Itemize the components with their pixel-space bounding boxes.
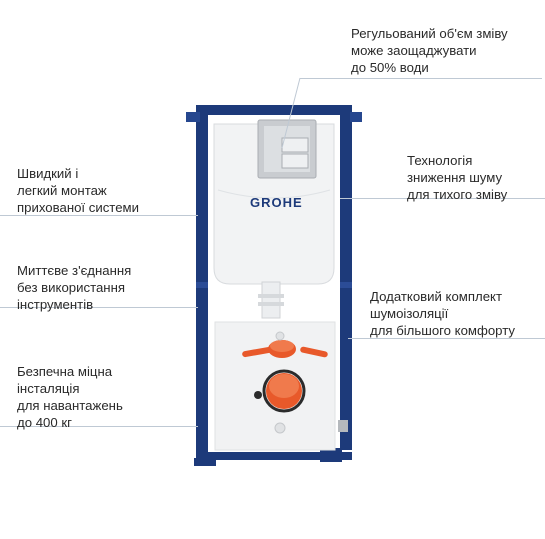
feature-line: може заощаджувати xyxy=(351,43,477,58)
leader-line-left-2 xyxy=(0,307,198,308)
feature-line: шумоізоляції xyxy=(370,306,449,321)
feature-line: Регульований об'єм зміву xyxy=(351,26,508,41)
feature-instant-connection: Миттєве з'єднання без використання інстр… xyxy=(17,262,131,313)
feature-line: без використання xyxy=(17,280,126,295)
feature-line: для тихого зміву xyxy=(407,187,508,202)
feature-line: для навантажень xyxy=(17,398,123,413)
feature-line: до 50% води xyxy=(351,60,429,75)
leader-line-top-right xyxy=(300,78,542,80)
feature-line: легкий монтаж xyxy=(17,183,107,198)
feature-line: інструментів xyxy=(17,297,94,312)
feature-line: зниження шуму xyxy=(407,170,503,185)
leader-line-right-2 xyxy=(348,338,545,339)
feature-load-capacity: Безпечна міцна інсталяція для навантажен… xyxy=(17,363,123,431)
feature-adjustable-flush: Регульований об'єм зміву може заощаджува… xyxy=(351,25,508,76)
feature-line: до 400 кг xyxy=(17,415,72,430)
pipe-fittings xyxy=(242,331,328,434)
feature-line: для більшого комфорту xyxy=(370,323,516,338)
feature-line: інсталяція xyxy=(17,381,80,396)
brand-logo: GROHE xyxy=(250,195,303,210)
leader-line-left-1 xyxy=(0,215,198,216)
feature-line: прихованої системи xyxy=(17,200,139,215)
feature-line: Швидкий і xyxy=(17,166,79,181)
leader-line-right-1 xyxy=(340,198,545,199)
feature-line: Безпечна міцна xyxy=(17,364,113,379)
feature-line: Технологія xyxy=(407,153,473,168)
feature-line: Миттєве з'єднання xyxy=(17,263,132,278)
feature-line: Додатковий комплект xyxy=(370,289,503,304)
flush-plate xyxy=(257,119,317,179)
feature-quick-installation: Швидкий і легкий монтаж прихованої систе… xyxy=(17,165,139,216)
leader-line-left-3 xyxy=(0,426,198,427)
feature-noise-reduction: Технологія зниження шуму для тихого змів… xyxy=(407,152,507,203)
installation-frame xyxy=(186,105,362,466)
feature-sound-insulation-kit: Додатковий комплект шумоізоляції для біл… xyxy=(370,288,515,339)
